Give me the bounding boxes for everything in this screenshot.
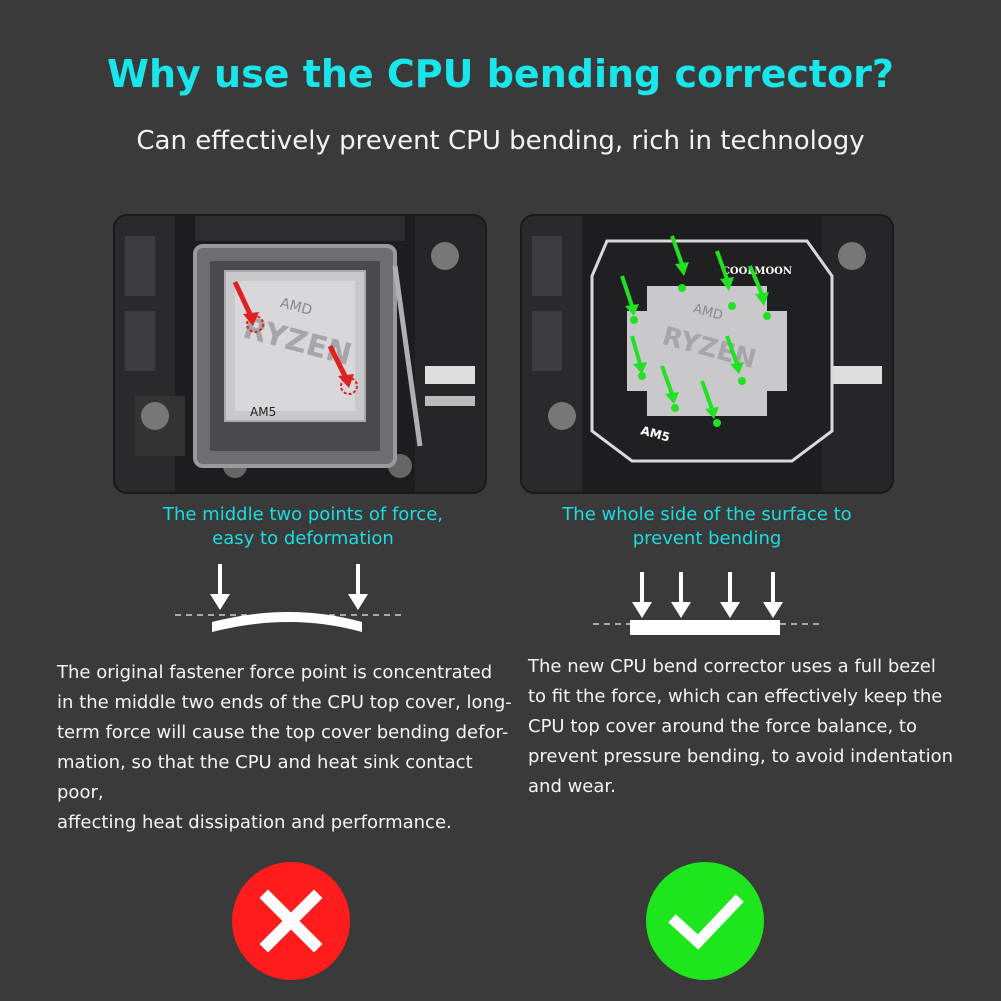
description-original-line: mation, so that the CPU and heat sink co… [57,752,473,803]
checkmark-icon [646,862,764,980]
description-original-line: The original fastener force point is con… [57,662,493,683]
cpu-photo-original: AMD RYZEN AM5 [113,214,487,494]
caption-original-line1: The middle two points of force, [162,504,444,525]
page-subtitle: Can effectively prevent CPU bending, ric… [136,126,865,156]
caption-corrector: The whole side of the surface to prevent… [522,503,892,551]
photo-frame-brand-text: COOLMOON [722,266,792,277]
description-corrector-line: prevent pressure bending, to avoid inden… [528,746,954,767]
page-title: Why use the CPU bending corrector? [107,52,894,96]
caption-original: The middle two points of force, easy to … [118,503,488,551]
photo-socket-text: AM5 [250,405,276,419]
caption-corrector-line2: prevent bending [632,528,782,549]
description-corrector-line: CPU top cover around the force balance, … [528,716,917,737]
cpu-photo-corrector: COOLMOON AMD RYZEN AM5 [520,214,894,494]
force-diagram-flat [588,560,828,644]
description-corrector-line: to fit the force, which can effectively … [528,686,943,707]
description-corrector-line: and wear. [528,776,616,797]
x-icon [232,862,350,980]
description-original: The original fastener force point is con… [57,658,517,838]
caption-original-line2: easy to deformation [212,528,394,549]
force-diagram-bent [170,560,410,644]
description-original-line: in the middle two ends of the CPU top co… [57,692,512,713]
caption-corrector-line1: The whole side of the surface to [562,504,852,525]
description-original-line: term force will cause the top cover bend… [57,722,509,743]
description-corrector: The new CPU bend corrector uses a full b… [528,652,958,802]
description-original-line: affecting heat dissipation and performan… [57,812,452,833]
description-corrector-line: The new CPU bend corrector uses a full b… [528,656,936,677]
